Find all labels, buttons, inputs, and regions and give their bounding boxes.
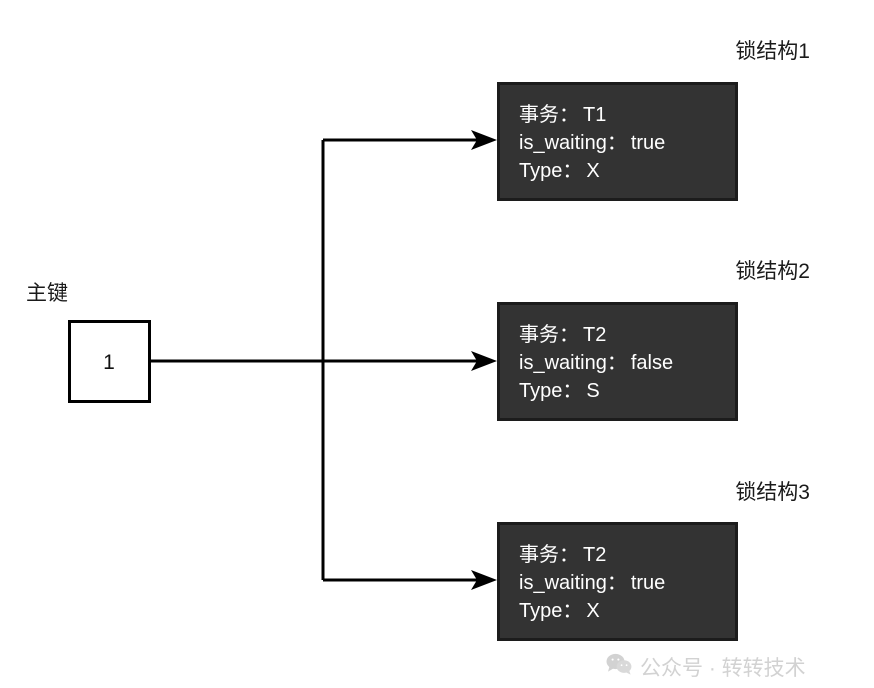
lock-structure-3: 锁结构3 事务：T2 is_waiting：true Type：X [497,481,810,641]
lock-structure-1: 锁结构1 事务：T1 is_waiting：true Type：X [497,40,810,201]
lock-structure-2-type: Type：S [519,380,600,402]
lock-structure-3-transaction-label: 事务： [519,543,579,566]
lock-structure-1-type-value: X [586,160,599,182]
lock-structure-1-is-waiting-value: true [631,132,665,154]
arrow-head-1 [471,130,497,150]
lock-structure-2-transaction-value: T2 [583,324,606,346]
lock-structure-2-transaction: 事务：T2 [519,323,606,346]
lock-structure-3-title: 锁结构3 [735,481,810,504]
primary-key-group: 主键 1 [26,282,151,403]
lock-structure-3-is-waiting: is_waiting：true [519,572,665,594]
lock-structure-2-transaction-label: 事务： [519,323,579,346]
lock-structure-1-is-waiting-label: is_waiting： [519,132,627,154]
lock-structure-3-type-label: Type： [519,600,582,622]
lock-structure-1-type: Type：X [519,160,600,182]
lock-structure-3-box [497,522,738,641]
arrow-head-3 [471,570,497,590]
lock-structure-1-transaction-value: T1 [583,104,606,126]
lock-structure-1-type-label: Type： [519,160,582,182]
lock-structure-1-is-waiting: is_waiting：true [519,132,665,154]
lock-structure-1-box [497,82,738,201]
lock-structure-2-is-waiting: is_waiting：false [519,352,673,374]
connector-group [150,130,497,590]
lock-structure-3-type-value: X [586,600,599,622]
primary-key-value: 1 [103,351,115,374]
lock-structure-2: 锁结构2 事务：T2 is_waiting：false Type：S [497,260,810,421]
lock-structure-2-type-label: Type： [519,380,582,402]
lock-structure-3-type: Type：X [519,600,600,622]
lock-structure-3-transaction-value: T2 [583,544,606,566]
lock-structure-1-transaction: 事务：T1 [519,103,606,126]
lock-structure-2-title: 锁结构2 [735,260,810,283]
watermark: 公众号 · 转转技术 [606,652,806,682]
lock-structure-2-is-waiting-value: false [631,352,673,374]
lock-structure-2-type-value: S [586,380,599,402]
arrow-head-2 [471,351,497,371]
lock-structure-3-transaction: 事务：T2 [519,543,606,566]
lock-structure-3-is-waiting-value: true [631,572,665,594]
lock-structure-2-box [497,302,738,421]
lock-structure-2-is-waiting-label: is_waiting： [519,352,627,374]
primary-key-box [68,320,151,403]
lock-structure-3-is-waiting-label: is_waiting： [519,572,627,594]
watermark-text: 公众号 · 转转技术 [640,657,806,680]
lock-structure-1-title: 锁结构1 [735,40,810,63]
wechat-icon [606,653,632,681]
primary-key-label: 主键 [26,282,68,305]
lock-structure-1-transaction-label: 事务： [519,103,579,126]
